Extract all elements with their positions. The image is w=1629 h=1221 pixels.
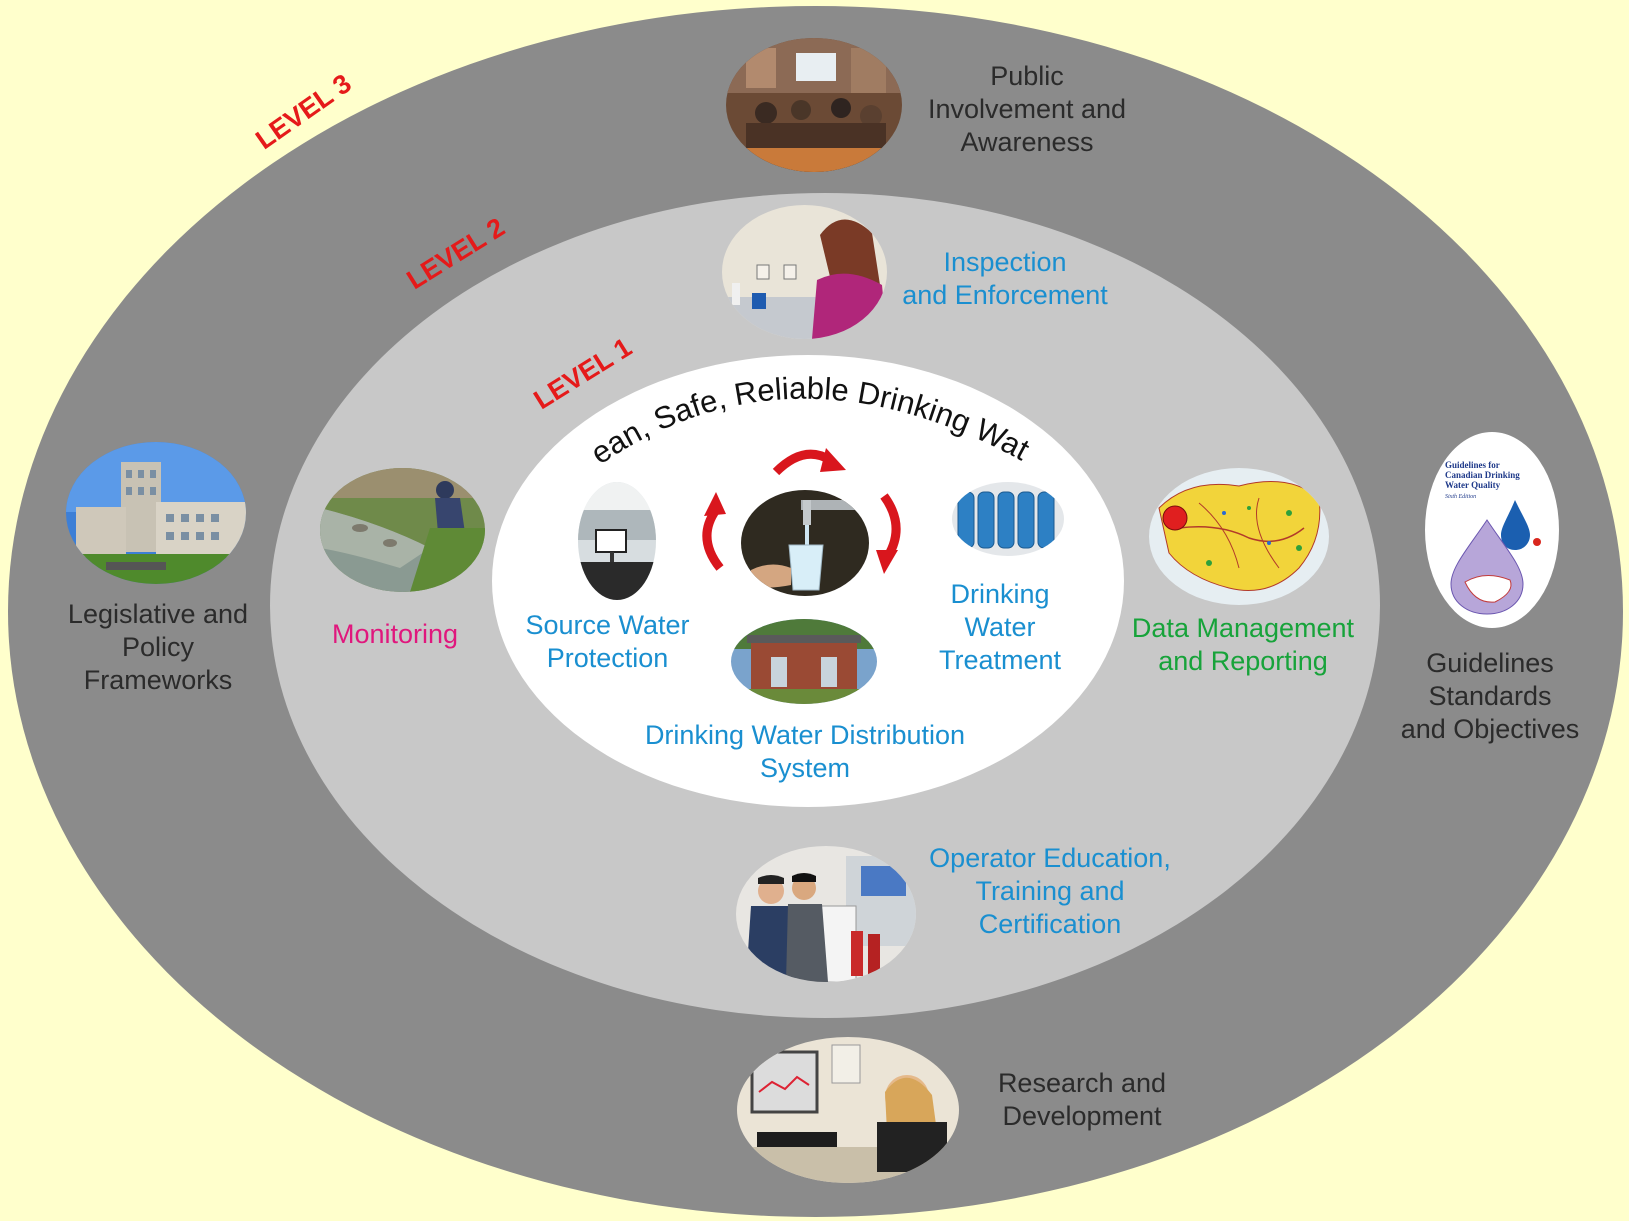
guidelines-cover-title: Guidelines for Canadian Drinking Water Q… [1445,460,1520,490]
research-label: Research and Development [997,1068,1167,1131]
inspection-label: Inspection and Enforcement [902,247,1108,310]
source-water-label: Source Water Protection [525,610,690,673]
monitoring-label: Monitoring [331,619,459,649]
monitoring-photo [320,468,485,592]
operator-education-label: Operator Education, Training and Certifi… [929,843,1171,939]
cycle-arrow-top-icon [772,448,846,476]
data-management-map-photo [1149,468,1329,605]
inspection-photo [722,205,887,339]
guidelines-document-photo: Guidelines for Canadian Drinking Water Q… [1425,432,1559,628]
guidelines-cover-edition: Sixth Edition [1445,494,1477,500]
cycle-arrow-left-icon [702,492,726,571]
public-involvement-label: Public Involvement and Awareness [927,61,1127,157]
legislative-building-photo [66,442,246,584]
treatment-label: Drinking Water Treatment [938,579,1062,675]
research-photo [737,1037,959,1183]
treatment-tanks-photo [952,482,1064,556]
legislative-label: Legislative and Policy Frameworks [67,599,249,695]
data-management-label: Data Management and Reporting [1131,613,1355,676]
source-water-photo [578,482,656,600]
tap-water-photo [741,490,869,596]
distribution-building-photo [731,619,877,704]
operator-education-photo [736,846,916,982]
water-drop-icon [1450,500,1541,615]
distribution-label: Drinking Water Distribution System [644,720,966,783]
core-title: Clean, Safe, Reliable Drinking Water [560,345,1035,471]
guidelines-label: Guidelines Standards and Objectives [1400,648,1580,744]
cycle-arrow-right-icon [876,493,901,574]
public-involvement-photo [726,38,902,172]
